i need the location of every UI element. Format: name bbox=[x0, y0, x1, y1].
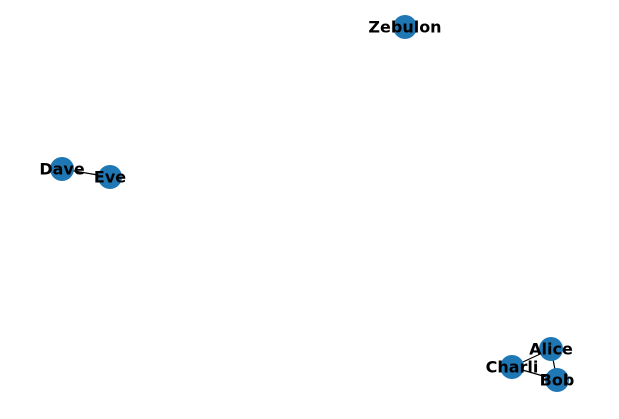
edges-layer bbox=[61, 168, 558, 381]
node-alice bbox=[539, 337, 563, 361]
node-label-eve: Eve bbox=[94, 168, 126, 187]
node-dave bbox=[50, 157, 74, 181]
node-label-dave: Dave bbox=[39, 160, 85, 179]
node-bob bbox=[545, 368, 569, 392]
node-charli bbox=[500, 355, 524, 379]
nodes-layer bbox=[50, 15, 569, 392]
node-label-charli: Charli bbox=[486, 358, 539, 377]
node-label-bob: Bob bbox=[540, 371, 575, 390]
node-zebulon bbox=[393, 15, 417, 39]
node-label-zebulon: Zebulon bbox=[368, 18, 441, 37]
node-eve bbox=[98, 165, 122, 189]
node-label-alice: Alice bbox=[529, 340, 573, 359]
